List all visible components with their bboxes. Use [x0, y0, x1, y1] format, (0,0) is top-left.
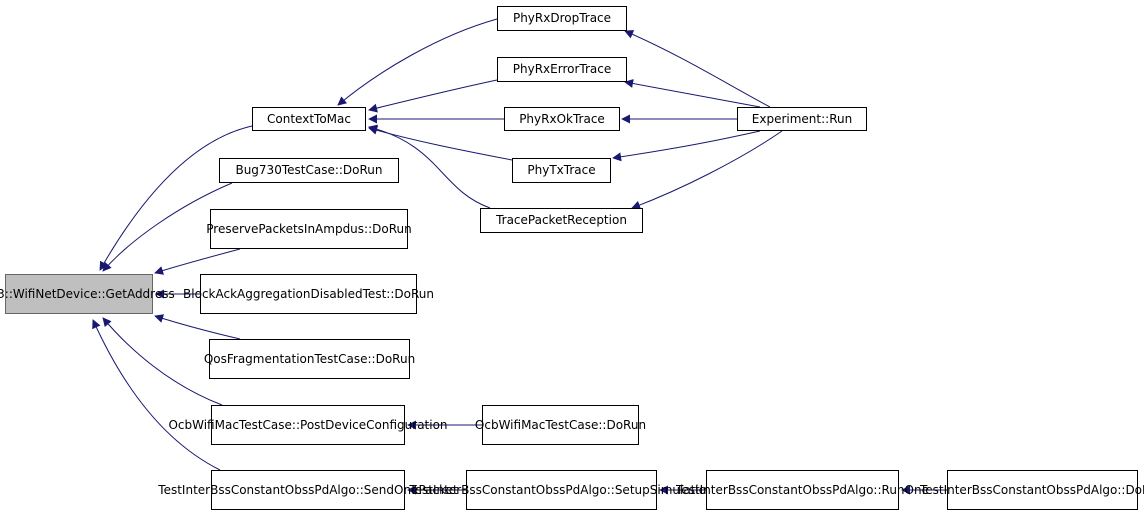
edge-phyrxdrop-to-contexttomac: [337, 18, 498, 106]
node-contexttomac[interactable]: ContextToMac: [252, 107, 366, 131]
node-testinterbss-setupsimulation[interactable]: TestInterBssConstantObss PdAlgo::SetupSi…: [409, 470, 714, 510]
node-label: PhyRxErrorTrace: [512, 62, 612, 76]
node-testinterbss-runone[interactable]: TestInterBssConstantObss PdAlgo::RunOne: [676, 470, 929, 510]
node-label-line: OcbWifiMacTestCase: [168, 417, 292, 432]
node-label-line: PdAlgo::SendOnePacket: [314, 482, 458, 497]
edge-phytx-to-contexttomac: [368, 125, 513, 161]
node-label-line: PdAlgo::SetupSimulation: [565, 482, 714, 497]
node-blockackaggregationdisabledtest-dorun[interactable]: BlockAckAggregationDisabled Test::DoRun: [183, 274, 434, 314]
node-label-line: PdAlgo::RunOne: [832, 482, 929, 497]
node-label: PhyTxTrace: [527, 163, 596, 177]
edge-contexttomac-to-root: [99, 125, 253, 271]
edge-bug730-to-root: [102, 182, 233, 272]
node-label: Experiment::Run: [751, 111, 853, 126]
node-label: PhyRxOkTrace: [519, 111, 605, 126]
edge-qosfrag-to-root: [154, 314, 241, 340]
node-label-line: OcbWifiMacTestCase: [474, 417, 599, 432]
node-tracepacketreception[interactable]: TracePacketReception: [480, 208, 643, 233]
node-label-line: PdAlgo::DoRun: [1076, 482, 1144, 497]
node-testinterbss-sendonepacket[interactable]: TestInterBssConstantObss PdAlgo::SendOne…: [158, 470, 458, 510]
node-label: TracePacketReception: [496, 213, 627, 227]
node-experiment-run[interactable]: Experiment::Run: [737, 107, 867, 131]
node-bug730testcase-dorun[interactable]: Bug730TestCase::DoRun: [219, 158, 399, 183]
node-label-line: ns3::WifiNetDevice: [0, 286, 98, 301]
node-label-line: ::GetAddress: [97, 286, 175, 301]
node-wifinetdevice-getaddress: ns3::WifiNetDevice ::GetAddress: [0, 274, 175, 314]
node-label-line: ::DoRun: [598, 417, 647, 432]
edge-experiment-to-phyrxdrop: [624, 30, 771, 108]
node-phyrxoktrace[interactable]: PhyRxOkTrace: [504, 107, 620, 131]
node-label: Bug730TestCase::DoRun: [235, 163, 383, 177]
edge-preserve-to-root: [154, 248, 241, 275]
node-ocbwifimactestcase-dorun[interactable]: OcbWifiMacTestCase ::DoRun: [475, 405, 646, 445]
node-phyrxerrortrace[interactable]: PhyRxErrorTrace: [497, 57, 627, 82]
node-testinterbss-dorun[interactable]: TestInterBssConstantObss PdAlgo::DoRun: [920, 470, 1144, 510]
node-label-line: ::PostDeviceConfiguration: [291, 417, 448, 432]
edge-phyrxerror-to-contexttomac: [368, 79, 498, 113]
node-label-line: TestInterBssConstantObss: [676, 482, 833, 497]
node-phyrxdroptrace[interactable]: PhyRxDropTrace: [497, 6, 627, 31]
edge-experiment-to-phyrxerror: [624, 79, 761, 108]
node-label-line: QosFragmentationTestCase: [203, 351, 368, 366]
node-label-line: Test::DoRun: [362, 286, 434, 301]
edge-ocbpost-to-root: [102, 317, 223, 406]
node-label: ContextToMac: [267, 111, 351, 126]
node-label-line: BlockAckAggregationDisabled: [183, 286, 363, 301]
node-label-line: ::DoRun: [367, 351, 416, 366]
node-label-line: TestInterBssConstantObss: [158, 482, 315, 497]
edge-experiment-to-phytx: [612, 130, 761, 162]
node-label-line: ::DoRun: [364, 221, 412, 236]
edge-tibsend-to-root: [92, 319, 221, 471]
node-label-line: TestInterBssConstantObss: [409, 482, 566, 497]
node-preservepacketsinampdus-dorun[interactable]: PreservePacketsInAmpdus ::DoRun: [206, 209, 412, 249]
node-phytxtrace[interactable]: PhyTxTrace: [512, 158, 611, 183]
node-qosfragmentationtestcase-dorun[interactable]: QosFragmentationTestCase ::DoRun: [204, 339, 415, 379]
node-label-line: PreservePacketsInAmpdus: [206, 221, 365, 236]
node-ocbwifimactestcase-postdeviceconfiguration[interactable]: OcbWifiMacTestCase ::PostDeviceConfigura…: [168, 405, 448, 445]
edge-experiment-to-tracepacket: [631, 130, 783, 210]
edge-tracepacket-to-contexttomac: [368, 124, 491, 209]
node-label: PhyRxDropTrace: [512, 11, 612, 25]
node-label-line: TestInterBssConstantObss: [919, 482, 1076, 497]
